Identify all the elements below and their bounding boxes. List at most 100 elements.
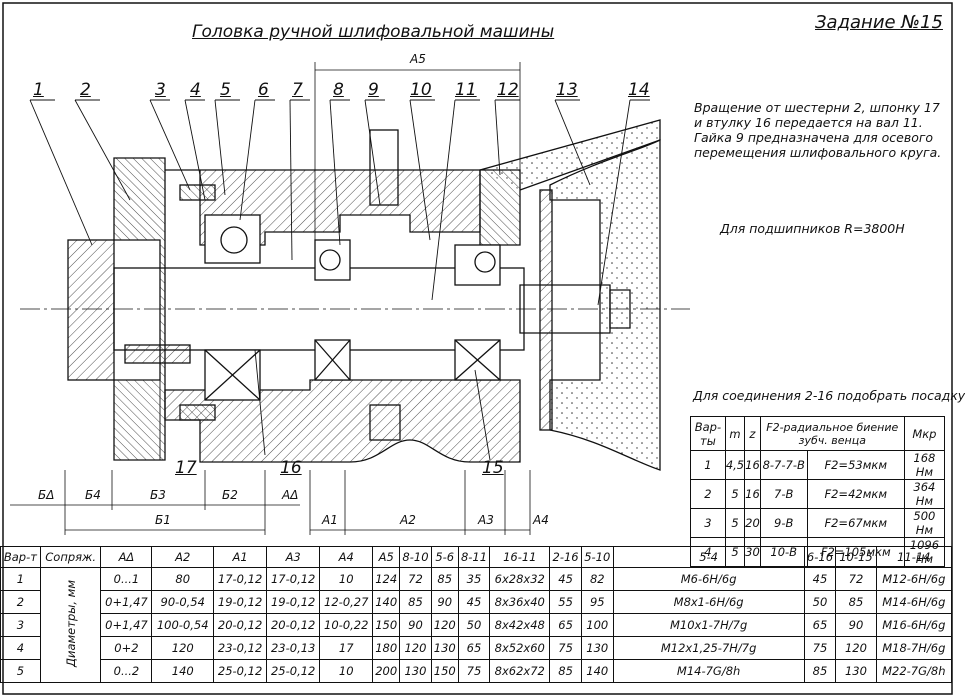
dim-b1: Б1 [155,513,171,527]
variants-cell: 130 [399,659,432,683]
variants-cell: 8x42x48 [489,613,551,637]
bearing-note: Для подшипников R=3800Н [720,221,905,236]
variants-cell: 6x28x32 [489,567,551,591]
dim-a4: A4 [533,513,549,527]
nut-1 [67,239,115,381]
variants-cell: 10 [319,567,374,591]
variants-cell: 120 [151,636,215,660]
variants-cell: 100-0,54 [151,613,215,637]
variants-cell: 90 [399,613,432,637]
part-number-12: 12 [497,80,519,100]
dim-a1: A1 [322,513,338,527]
gear-header-f2: F2-радиальное биение зубч. венца [759,416,905,451]
dim-a3: A3 [478,513,494,527]
variants-cell: 72 [835,567,877,591]
dim-a2: A2 [400,513,416,527]
variants-cell: 45 [549,567,582,591]
gear-cell: 16 [744,479,761,509]
variants-cell: 90 [835,613,877,637]
main-header-cell: Вар-т [0,546,41,568]
gear-cell: 4,5 [724,450,746,480]
gear-cell: 168 Нм [903,450,946,480]
part-number-2: 2 [80,80,91,100]
variants-cell: 8x36x40 [489,590,551,614]
main-header-cell: 16-11 [489,546,551,568]
variant-cell: 5 [0,659,41,683]
part-number-3: 3 [155,80,166,100]
diameters-side-label: Диаметры, мм [39,567,102,683]
variants-cell: 20-0,12 [213,613,268,637]
bearing-mid [314,239,351,281]
variants-cell: 80 [151,567,215,591]
main-header-cell: 10-15 [835,546,877,568]
variants-cell: 35 [457,567,491,591]
variants-cell: 0...2 [100,659,153,683]
variants-cell: 85 [803,659,837,683]
gear-cell: 16 [744,450,761,480]
main-header-cell: 2-16 [549,546,582,568]
gear-cell: 3 [690,508,726,538]
main-header-cell: Сопряж. [39,546,102,568]
gear-cell: 364 Нм [903,479,946,509]
variants-cell: 124 [372,567,401,591]
variants-cell: 75 [457,659,491,683]
variants-cell: 17-0,12 [266,567,321,591]
variants-cell: 85 [835,590,877,614]
dim-a5: A5 [410,52,426,66]
variants-cell: M14-7G/8h [612,659,805,683]
variants-cell: 55 [549,590,582,614]
variants-cell: 82 [580,567,614,591]
part-number-5: 5 [220,80,231,100]
variants-cell: 150 [430,659,459,683]
variants-cell: 23-0,12 [213,636,268,660]
variants-cell: 75 [803,636,837,660]
part-number-1: 1 [33,80,44,100]
variants-cell: 72 [399,567,432,591]
dim-b4: Б4 [85,488,101,502]
diameters-side-label-text: Диаметры, мм [63,580,78,667]
gear-cell: F2=42мкм [806,479,905,509]
variants-cell: M16-6H/6g [875,613,953,637]
gear-cell: 5 [724,508,746,538]
variants-cell: M8x1-6H/6g [612,590,805,614]
variants-cell: 8x52x60 [489,636,551,660]
part-number-10: 10 [410,80,432,100]
variants-cell: 85 [549,659,582,683]
variants-cell: 130 [580,636,614,660]
key-17 [124,344,191,364]
main-header-cell: 5-4 [612,546,805,568]
variants-cell: 180 [372,636,401,660]
variants-cell: M10x1-7H/7g [612,613,805,637]
main-header-cell: A1 [213,546,268,568]
part-number-14: 14 [628,80,650,100]
dim-ad: AΔ [282,488,299,502]
variants-cell: 100 [580,613,614,637]
variants-cell: 10-0,22 [319,613,374,637]
variants-cell: 45 [457,590,491,614]
dim-bd: БΔ [38,488,55,502]
variants-cell: 75 [549,636,582,660]
variants-cell: M12x1,25-7H/7g [612,636,805,660]
part-number-6: 6 [258,80,269,100]
gear-cell: 1 [690,450,726,480]
variants-cell: 45 [803,567,837,591]
variants-cell: 200 [372,659,401,683]
part-number-16: 16 [280,458,302,478]
variants-cell: 85 [399,590,432,614]
part-number-8: 8 [333,80,344,100]
variants-cell: 25-0,12 [213,659,268,683]
main-header-cell: A4 [319,546,374,568]
variants-cell: 19-0,12 [266,590,321,614]
variants-cell: 130 [430,636,459,660]
variants-cell: 65 [549,613,582,637]
variant-cell: 1 [0,567,41,591]
variants-cell: M18-7H/6g [875,636,953,660]
nut-9 [369,129,399,206]
part-number-9: 9 [368,80,379,100]
part-number-7: 7 [292,80,303,100]
variants-cell: 65 [457,636,491,660]
